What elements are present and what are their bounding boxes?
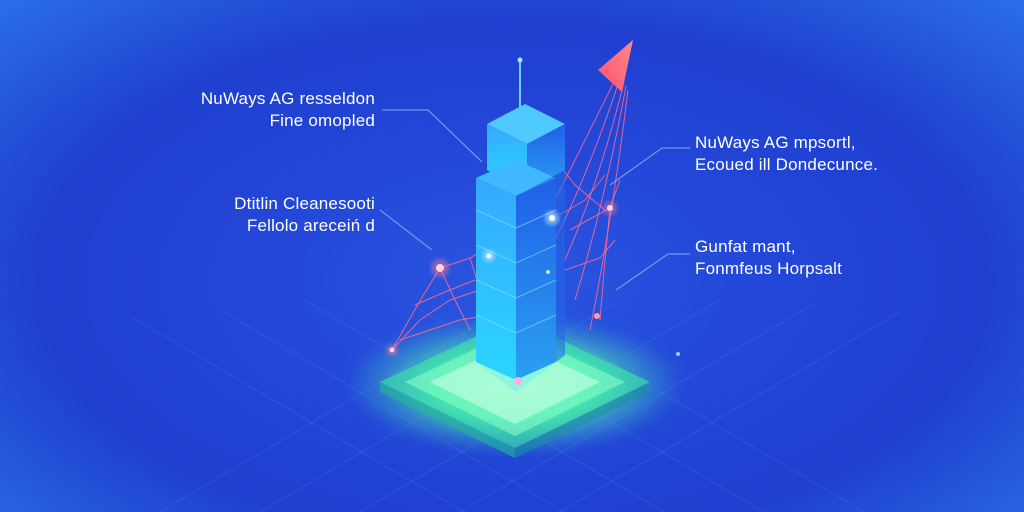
annotation-mid-right: Gunfat mant, Fonmfeus Horpsalt (695, 236, 842, 280)
network-nodes (386, 201, 680, 385)
annotation-mid-right-line1: Gunfat mant, (695, 237, 796, 256)
tower (475, 104, 565, 392)
annotation-top-left-line1: NuWays AG resseldon (200, 89, 375, 108)
annotation-top-right-line2: Ecoued ill Dondecunce. (695, 155, 879, 174)
annotation-top-right-line1: NuWays AG mpsortl, (695, 133, 856, 152)
annotation-mid-left-line2: Fellolo areceiń d (246, 216, 375, 235)
leader-lines (379, 109, 690, 291)
annotation-top-right: NuWays AG mpsortl, Ecoued ill Dondecunce… (695, 132, 878, 176)
annotation-top-left: NuWays AG resseldon Fine omopled (150, 88, 375, 132)
annotation-mid-right-line2: Fonmfeus Horpsalt (695, 259, 843, 278)
arrow-up-right-icon (598, 40, 633, 92)
annotation-mid-left: Dtitlin Cleanesooti Fellolo areceiń d (150, 193, 375, 237)
annotation-top-left-line2: Fine omopled (269, 111, 375, 130)
annotation-mid-left-line1: Dtitlin Cleanesooti (234, 194, 375, 213)
